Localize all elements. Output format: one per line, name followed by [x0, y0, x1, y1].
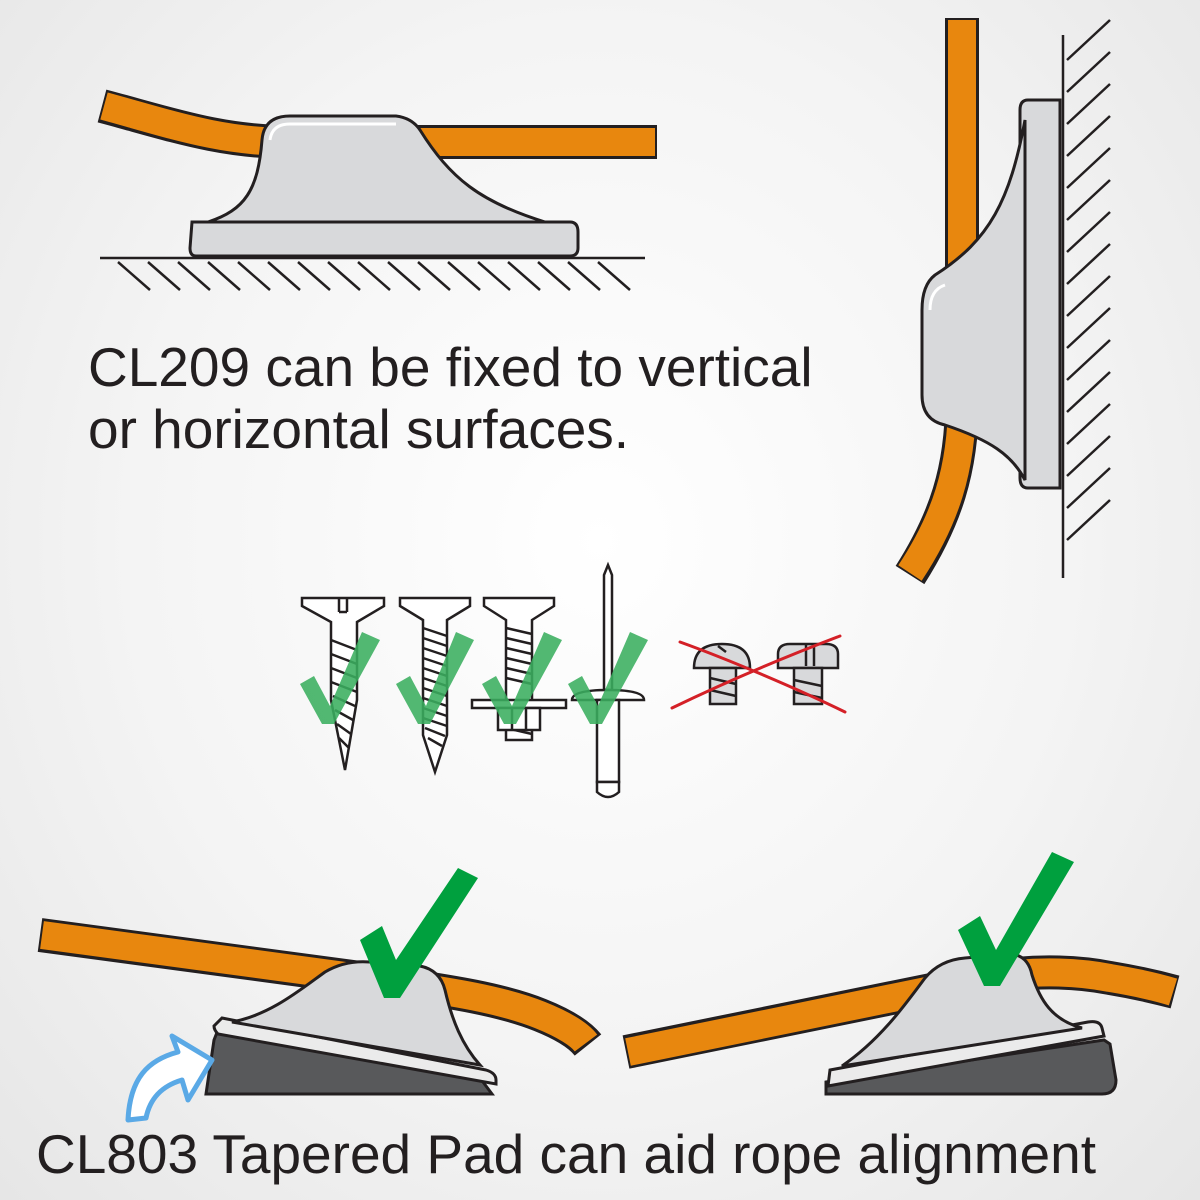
caption-line-2: or horizontal surfaces. [88, 398, 630, 460]
cleat-base [826, 1020, 1106, 1088]
pan-head-screw-icon [692, 642, 752, 706]
check-icon [360, 868, 478, 998]
caption-vertical-horizontal-mounting: CL209 can be fixed to vertical or horizo… [88, 336, 813, 460]
cheese-head-screw-icon [776, 642, 840, 706]
fasteners-group [300, 561, 847, 799]
check-icon [958, 852, 1074, 986]
tapered-pad-right-illustration [622, 852, 1180, 1096]
cleat-cl209-vertical [920, 98, 1062, 490]
check-icon [482, 632, 562, 724]
caption-tapered-pad: CL803 Tapered Pad can aid rope alignment [36, 1123, 1097, 1185]
check-icon [568, 632, 648, 724]
machine-screw-with-nut-icon [470, 596, 568, 742]
horizontal-mount-illustration [97, 89, 657, 291]
tapered-pad-left-illustration [37, 868, 602, 1123]
surface-hatching [100, 256, 645, 291]
caption-line-1: CL209 can be fixed to vertical [88, 336, 813, 398]
tapered-pad [824, 1038, 1118, 1096]
vertical-mount-illustration [895, 18, 1111, 585]
check-icon [300, 632, 380, 724]
cross-icon [670, 634, 847, 714]
curved-arrow-icon [125, 1033, 215, 1123]
check-icon [396, 632, 474, 724]
cleat-base [212, 1016, 498, 1086]
cleat-cl209-horizontal [188, 114, 580, 258]
wall-hatching [1061, 19, 1111, 578]
cleat-body [841, 952, 1083, 1068]
